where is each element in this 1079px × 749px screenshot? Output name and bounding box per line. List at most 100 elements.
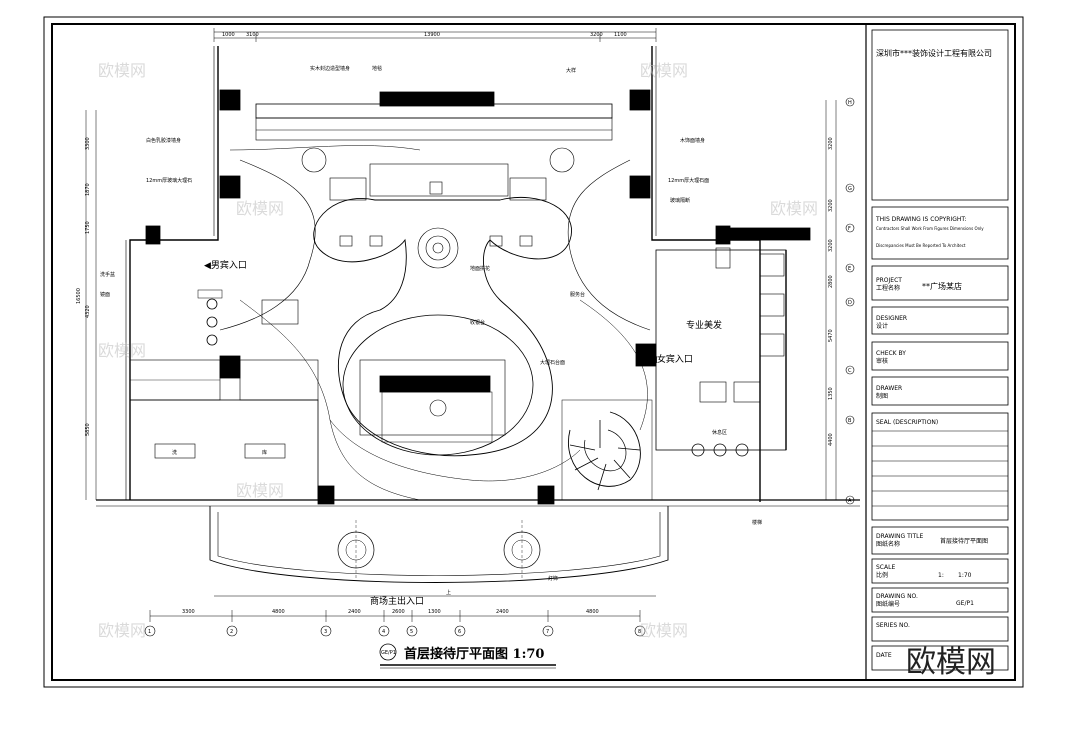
note-6: 木饰面墙身 [680, 137, 705, 144]
note-2: 地毯 [372, 65, 382, 72]
note-16: 休息区 [712, 429, 727, 436]
note-13: 洗手盆 [100, 271, 115, 278]
check-label-en: CHECK BY [876, 350, 906, 357]
dim-left-2: 1870 [85, 183, 91, 196]
drawing-title-en: DRAWING TITLE [876, 533, 924, 540]
company-name: 深圳市***装饰设计工程有限公司 [876, 48, 992, 58]
axis-bottom-8: 8 [638, 629, 641, 635]
axis-right-8: A [848, 498, 852, 504]
room-left1-label: 洗 [172, 449, 177, 456]
scale-label-en: SCALE [876, 564, 895, 571]
dim-right-3: 3200 [828, 239, 834, 252]
dim-bottom-2: 4800 [272, 609, 285, 615]
drawing-no-label-en: DRAWING NO. [876, 593, 918, 600]
annotation-notes: 实木封边造型墙身 地毯 大样 白色乳胶漆墙身 12mm厚玻璃大理石 木饰面墙身 … [100, 65, 727, 582]
axis-bottom-6: 6 [458, 629, 461, 635]
plan-badge: GE/P1 [381, 650, 396, 656]
dim-right-7: 4400 [828, 433, 834, 446]
watermark-1: 欧模网 [98, 61, 146, 80]
axis-right-1: H [848, 100, 852, 106]
watermark-6: 欧模网 [236, 481, 284, 500]
floor-plan [85, 28, 860, 669]
outer-border [43, 16, 1024, 688]
inner-border [51, 23, 1016, 681]
axis-right-5: D [848, 300, 852, 306]
axis-right-6: C [848, 368, 852, 374]
main-entry-label: 商场主出入口 [370, 595, 424, 607]
note-4: 白色乳胶漆墙身 [146, 137, 181, 144]
watermark-2: 欧模网 [640, 61, 688, 80]
dim-bottom-7: 4800 [586, 609, 599, 615]
dim-top-3: 13900 [424, 32, 440, 38]
note-8: 玻璃隔断 [670, 197, 690, 204]
plan-title: 首层接待厅平面图 1:70 [404, 646, 544, 662]
dim-right-5: 5470 [828, 329, 834, 342]
room-left2-label: 库 [262, 449, 267, 456]
axis-right-3: F [848, 226, 851, 232]
axis-bottom-1: 1 [148, 629, 151, 635]
axis-bottom-5: 5 [410, 629, 413, 635]
dim-top-2: 3100 [246, 32, 259, 38]
stair-label: 楼梯 [752, 519, 762, 526]
dim-left-5: 5850 [85, 423, 91, 436]
drawing-no-label-cn: 图纸编号 [876, 600, 900, 608]
dim-left-4: 4320 [85, 305, 91, 318]
designer-label-en: DESIGNER [876, 315, 907, 322]
watermark-5: 欧模网 [98, 341, 146, 360]
note-14: 镜面 [100, 291, 110, 298]
project-label-en: PROJECT [876, 277, 902, 284]
dim-bottom-6: 2400 [496, 609, 509, 615]
watermark-7: 欧模网 [98, 621, 146, 640]
dim-bottom-5: 1300 [428, 609, 441, 615]
date-label: DATE [876, 652, 892, 659]
axis-bottom-7: 7 [546, 629, 549, 635]
axis-right-7: B [848, 418, 852, 424]
female-entry-label: ◀女宾入口 [650, 353, 693, 365]
dim-top-1: 1000 [222, 32, 235, 38]
series-label: SERIES NO. [876, 622, 910, 629]
note-1: 实木封边造型墙身 [310, 65, 350, 72]
designer-label-cn: 设计 [876, 322, 888, 330]
dim-left-3: 1750 [85, 221, 91, 234]
note-5: 12mm厚玻璃大理石 [146, 177, 192, 184]
dim-right-4: 2800 [828, 275, 834, 288]
scale-value: 1:70 [958, 572, 972, 579]
note-11: 收银台 [470, 319, 485, 326]
drawer-label-cn: 制图 [876, 392, 888, 400]
dim-top-5: 1100 [614, 32, 627, 38]
axis-bottom-bubbles: 1 2 3 4 5 6 7 8 [144, 625, 646, 637]
dim-left-1: 3300 [85, 137, 91, 150]
project-value: **广场某店 [922, 281, 962, 291]
dim-top-4: 3200 [590, 32, 603, 38]
watermark-3: 欧模网 [236, 199, 284, 218]
drawer-label-en: DRAWER [876, 385, 902, 392]
seal-label: SEAL (DESCRIPTION) [876, 419, 938, 426]
project-label-cn: 工程名称 [876, 284, 900, 292]
dim-bottom-4: 2600 [392, 609, 405, 615]
dim-right-6: 1350 [828, 387, 834, 400]
watermark-4: 欧模网 [770, 199, 818, 218]
drawing-no-value: GE/P1 [956, 600, 974, 607]
watermarks: 欧模网 欧模网 欧模网 欧模网 欧模网 欧模网 欧模网 欧模网 [98, 61, 818, 640]
axis-bottom-2: 2 [230, 629, 233, 635]
dimension-labels: 1000 3100 13900 3200 1100 3300 4800 2400… [76, 32, 834, 615]
axis-bottom-3: 3 [324, 629, 327, 635]
note-7: 12mm厚大理石面 [668, 177, 709, 184]
note-12: 大理石台面 [540, 359, 565, 366]
dim-bottom-1: 3300 [182, 609, 195, 615]
dim-bottom-3: 2400 [348, 609, 361, 615]
room-labels: ◀男宾入口 ◀女宾入口 专业美发 商场主出入口 洗 库 楼梯 上 [172, 259, 762, 607]
scale-separator: 1: [938, 572, 944, 579]
axis-bottom-4: 4 [382, 629, 385, 635]
watermark-8: 欧模网 [640, 621, 688, 640]
axis-right-4: E [848, 266, 851, 272]
dim-right-2: 3200 [828, 199, 834, 212]
title-block: 深圳市***装饰设计工程有限公司 THIS DRAWING IS COPYRIG… [865, 24, 1009, 680]
axis-right-bubbles: H G F E D C B A [845, 97, 855, 505]
note-9: 地面拼花 [470, 265, 490, 272]
copyright-line1: Contractors Shall Work From Figures Dime… [876, 226, 984, 231]
up-label: 上 [446, 589, 451, 596]
drawing-title-cn: 图纸名称 [876, 540, 900, 548]
scale-label-cn: 比例 [876, 571, 888, 579]
